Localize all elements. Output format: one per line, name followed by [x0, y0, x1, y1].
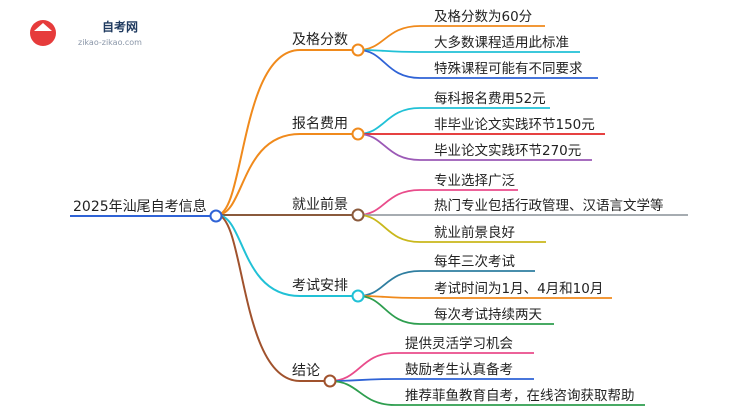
link-b3-leaf-3	[357, 214, 546, 243]
leaf-b4-2: 考试时间为1月、4月和10月	[434, 281, 603, 297]
branch-label-2: 报名费用	[292, 116, 348, 132]
leaf-b4-1: 每年三次考试	[434, 254, 515, 270]
branch-label-5: 结论	[292, 363, 320, 379]
leaf-b5-3: 推荐菲鱼教育自考，在线咨询获取帮助	[405, 387, 635, 404]
connector-lines	[70, 25, 688, 406]
link-b2-leaf-3	[357, 133, 592, 161]
link-b3-leaf-1	[357, 189, 518, 216]
link-b2-leaf-1	[357, 107, 550, 135]
root-node-dot[interactable]	[209, 209, 223, 223]
leaf-b2-2: 非毕业论文实践环节150元	[434, 117, 595, 133]
link-b5-leaf-1	[329, 352, 534, 382]
logo-url: zikao-zikao.com	[78, 38, 142, 47]
site-logo: 自考网 zikao-zikao.com	[22, 14, 172, 54]
link-b4-leaf-3	[357, 295, 554, 325]
link-b4-leaf-1	[357, 270, 535, 297]
link-b5-leaf-3	[329, 380, 645, 406]
link-b1-leaf-3	[357, 49, 598, 79]
branch-label-1: 及格分数	[292, 32, 348, 48]
branch-node-dot-1[interactable]	[351, 43, 365, 57]
leaf-b3-1: 专业选择广泛	[434, 173, 515, 189]
leaf-b1-2: 大多数课程适用此标准	[434, 34, 569, 51]
link-root-branch-1	[216, 49, 358, 216]
branch-node-dot-4[interactable]	[351, 289, 365, 303]
link-root-branch-2	[216, 133, 358, 216]
leaf-b5-1: 提供灵活学习机会	[405, 336, 513, 352]
branch-node-dot-3[interactable]	[351, 208, 365, 222]
leaf-b3-3: 就业前景良好	[434, 224, 515, 241]
leaf-b5-2: 鼓励考生认真备考	[405, 361, 513, 378]
logo-title: 自考网	[102, 20, 139, 34]
leaf-b1-1: 及格分数为60分	[434, 9, 532, 25]
branch-node-dot-5[interactable]	[323, 374, 337, 388]
leaf-b3-2: 热门专业包括行政管理、汉语言文学等	[434, 197, 664, 214]
branch-label-4: 考试安排	[292, 278, 348, 294]
link-root-branch-4	[216, 214, 358, 297]
link-root-branch-5	[216, 214, 330, 382]
cap-shape-icon	[34, 23, 52, 31]
root-label: 2025年汕尾自考信息	[73, 198, 207, 215]
leaf-b2-3: 毕业论文实践环节270元	[434, 143, 581, 159]
leaf-b2-1: 每科报名费用52元	[434, 91, 546, 107]
leaf-b1-3: 特殊课程可能有不同要求	[434, 61, 583, 77]
link-b1-leaf-1	[357, 25, 545, 51]
leaf-b4-3: 每次考试持续两天	[434, 307, 542, 323]
branch-node-dot-2[interactable]	[351, 127, 365, 141]
link-b5-leaf-2	[329, 378, 534, 382]
branch-label-3: 就业前景	[292, 196, 348, 213]
